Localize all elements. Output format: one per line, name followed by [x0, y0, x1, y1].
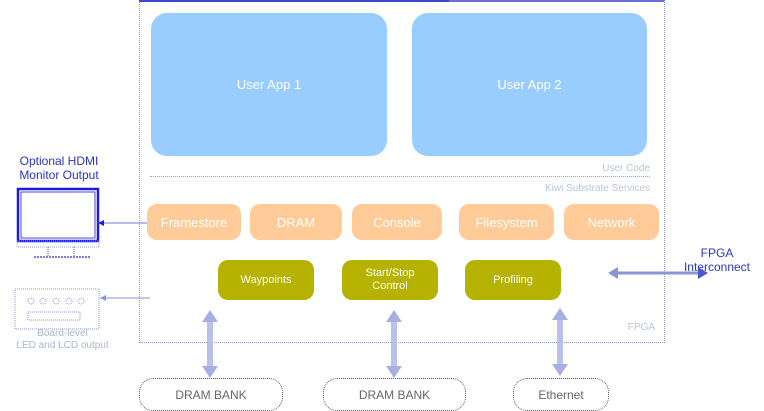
service-filesystem-label: Filesystem	[475, 214, 538, 230]
service-console-label: Console	[373, 214, 421, 230]
accel-start-stop-label: Start/Stop Control	[365, 267, 415, 292]
hdmi-arrowhead-icon	[98, 220, 104, 226]
service-framestore: Framestore	[147, 204, 241, 240]
hdmi-label-line2: Monitor Output	[19, 168, 99, 182]
fpga-top-border	[139, 0, 449, 2]
interconnect-line1: FPGA	[700, 246, 734, 260]
interconnect-arrow-icon	[608, 267, 708, 279]
service-dram: DRAM	[250, 204, 342, 240]
hdmi-label-line1: Optional HDMI	[19, 154, 99, 168]
service-console: Console	[352, 204, 442, 240]
dram-bank-2-label: DRAM BANK	[358, 387, 431, 402]
board-level-label: Board-level LED and LCD output	[0, 328, 125, 352]
ethernet-arrow-icon	[552, 308, 568, 376]
board-device-icon	[14, 288, 100, 330]
fpga-label: FPGA	[627, 322, 655, 333]
board-label-line1: Board-level	[37, 328, 88, 339]
service-network: Network	[564, 204, 659, 240]
dram-bank-2-arrow-icon	[386, 310, 402, 378]
service-dram-label: DRAM	[276, 214, 316, 230]
substrate-services-label: Kiwi Substrate Services	[544, 183, 650, 194]
dram-bank-2-box: DRAM BANK	[323, 378, 466, 411]
user-app-1-block: User App 1	[151, 13, 387, 156]
dram-bank-1-box: DRAM BANK	[139, 378, 283, 411]
accel-start-stop-control: Start/Stop Control	[342, 260, 438, 300]
dram-bank-1-arrow-icon	[202, 310, 218, 378]
dram-bank-1-label: DRAM BANK	[175, 387, 247, 402]
user-app-2-label: User App 2	[497, 77, 562, 92]
board-label-line2: LED and LCD output	[16, 340, 109, 351]
board-arrowhead-icon	[100, 295, 106, 301]
accel-waypoints-label: Waypoints	[240, 273, 292, 286]
hdmi-label: Optional HDMI Monitor Output	[4, 154, 114, 182]
monitor-icon	[16, 187, 100, 258]
user-app-1-label: User App 1	[236, 77, 302, 92]
service-framestore-label: Framestore	[160, 214, 228, 230]
accel-waypoints: Waypoints	[218, 260, 314, 300]
user-app-2-block: User App 2	[412, 13, 647, 156]
accel-profiling: Profiling	[465, 260, 561, 300]
section-divider	[150, 176, 650, 177]
accel-profiling-label: Profiling	[493, 273, 533, 286]
user-code-label: User Code	[602, 163, 650, 174]
ethernet-label: Ethernet	[538, 387, 584, 402]
service-network-label: Network	[587, 214, 636, 230]
service-filesystem: Filesystem	[459, 204, 554, 240]
